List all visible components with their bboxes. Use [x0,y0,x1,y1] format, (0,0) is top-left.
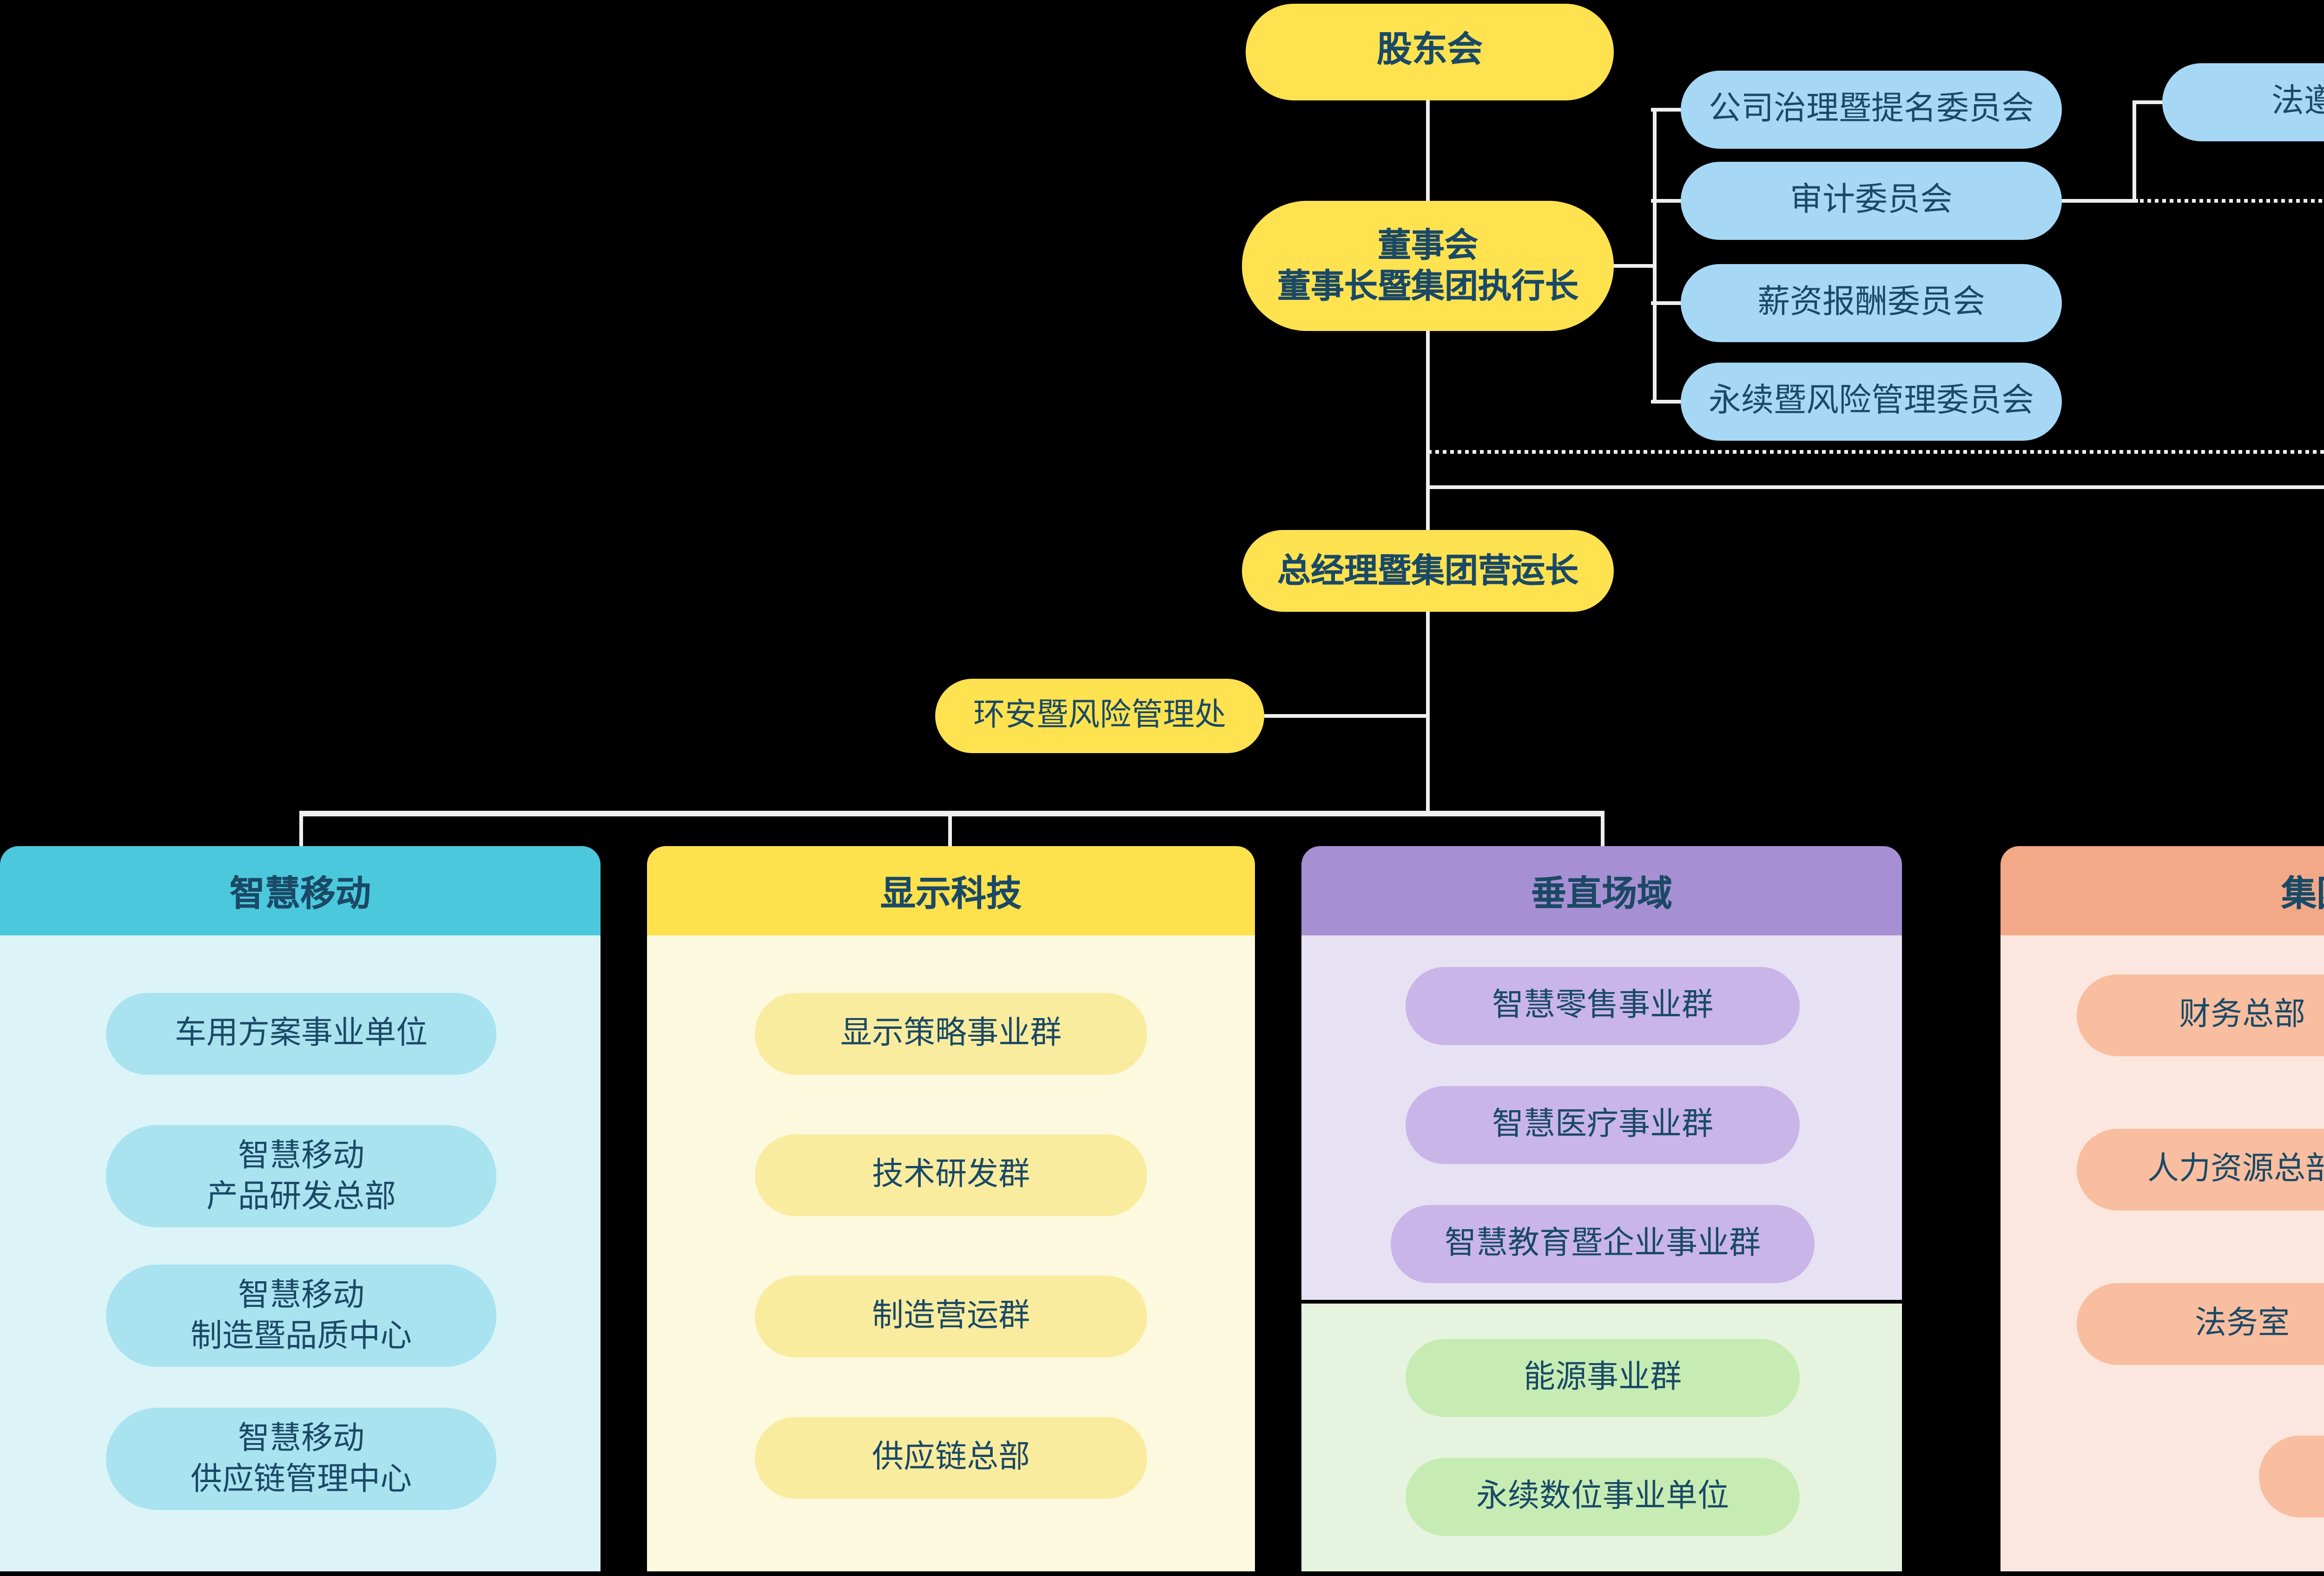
unit-smart-retail: 智慧零售事业群 [1406,967,1800,1045]
connector-committee-bracket-v [1652,108,1657,404]
connector-audit-compliance-h2 [2132,100,2166,105]
unit-tech-rd: 技术研发群 [755,1134,1147,1216]
node-chief-compliance-counsel: 法遵总顾问 [2162,63,2324,141]
unit-hr-hq: 人力资源总部 [2077,1129,2324,1211]
connector-committee-stub-2 [1651,199,1684,203]
unit-legal-office: 法务室 [2077,1283,2324,1365]
group-header-vertical-domain: 垂直场域 [1301,846,1902,935]
connector-drop-display-tech [948,811,952,848]
unit-sm-product-rd: 智慧移动 产品研发总部 [106,1125,496,1227]
connector-board-bracket-h [1614,264,1655,268]
unit-smart-education-enterprise: 智慧教育暨企业事业群 [1391,1205,1815,1283]
committee-governance-nomination: 公司治理暨提名委员会 [1681,71,2062,149]
connector-audit-compliance-h1 [2060,199,2136,203]
node-esg-risk-office: 环安暨风险管理处 [935,679,1264,753]
dotted-audit-right [2134,199,2324,203]
node-board-of-directors: 董事会 董事长暨集团执行长 [1242,201,1614,331]
node-president-coo: 总经理暨集团营运长 [1242,530,1614,612]
node-shareholders-meeting: 股东会 [1246,4,1614,100]
unit-smart-healthcare: 智慧医疗事业群 [1406,1086,1800,1164]
unit-display-strategy: 显示策略事业群 [755,993,1147,1075]
unit-mfg-operations: 制造营运群 [755,1276,1147,1357]
connector-committee-stub-3 [1651,301,1684,305]
connector-board-coo [1426,331,1430,530]
committee-sustainability-risk: 永续暨风险管理委员会 [1681,363,2062,441]
connector-committee-stub-4 [1651,399,1684,404]
connector-esg-office-h [1264,714,1428,718]
group-header-smart-mobility: 智慧移动 [0,846,601,935]
group-header-support-units: 集团营运支援单位 [2000,846,2324,935]
committee-audit: 审计委员会 [1681,162,2062,240]
unit-automotive-solutions: 车用方案事业单位 [106,993,496,1075]
connector-audit-compliance-v [2132,102,2137,203]
unit-sm-supply-chain: 智慧移动 供应链管理中心 [106,1408,496,1510]
connector-trunk-support-h [1426,485,2324,490]
unit-sustainable-digital: 永续数位事业单位 [1406,1458,1800,1536]
connector-drop-smart-mobility [299,811,304,848]
unit-energy: 能源事业群 [1406,1339,1800,1417]
dotted-compliance-to-trunk [1428,450,2324,454]
unit-finance-hq: 财务总部 [2077,974,2324,1056]
connector-committee-stub-1 [1651,107,1684,112]
unit-audit-management-office: 稽核管理处 [2259,1436,2324,1517]
group-header-display-tech: 显示科技 [647,846,1255,935]
connector-shareholders-board [1426,100,1430,201]
committee-compensation: 薪资报酬委员会 [1681,264,2062,342]
unit-sm-mfg-quality: 智慧移动 制造暨品质中心 [106,1265,496,1367]
unit-supply-chain-hq: 供应链总部 [755,1417,1147,1499]
connector-coo-trunk-v [1426,612,1430,814]
connector-drop-vertical-domain [1600,811,1605,848]
